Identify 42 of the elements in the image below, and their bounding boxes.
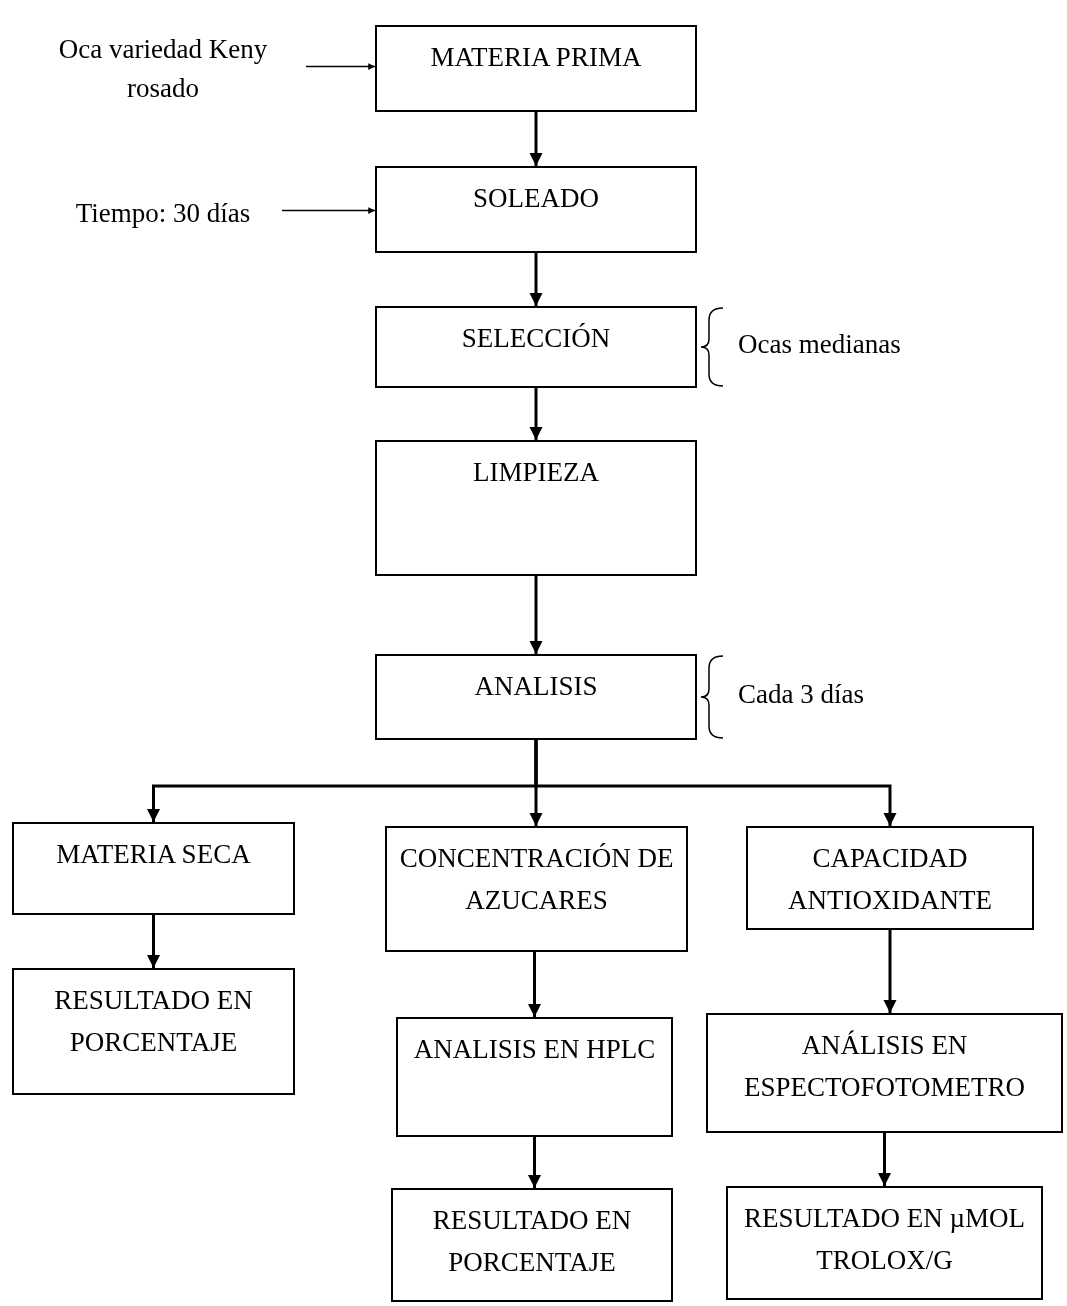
step-label: ANÁLISIS EN ESPECTOFOTOMETRO xyxy=(742,1029,1027,1104)
step-label: ANALISIS EN HPLC xyxy=(413,1033,656,1066)
arrow xyxy=(529,388,543,440)
step-label: MATERIA PRIMA xyxy=(430,41,642,74)
arrow xyxy=(527,1137,542,1188)
process-box xyxy=(746,826,1034,930)
process-box xyxy=(12,968,295,1095)
step-label: LIMPIEZA xyxy=(473,456,599,489)
process-box xyxy=(375,306,697,388)
arrow xyxy=(529,253,543,306)
arrow xyxy=(281,207,376,214)
arrow xyxy=(534,740,897,826)
arrow xyxy=(305,63,376,70)
step-label: CAPACIDAD ANTIOXIDANTE xyxy=(787,842,993,917)
note-text: Ocas medianas xyxy=(738,329,901,360)
note-text: Cada 3 días xyxy=(738,679,864,710)
process-box xyxy=(396,1017,673,1137)
step-label: SOLEADO xyxy=(473,182,599,215)
arrow xyxy=(877,1133,892,1186)
arrow xyxy=(883,930,897,1013)
process-box xyxy=(12,822,295,915)
input-label: Oca variedad Keny rosado xyxy=(57,32,269,105)
step-label: ANALISIS xyxy=(474,670,598,703)
arrow xyxy=(529,112,543,166)
step-label: RESULTADO EN µMOL TROLOX/G xyxy=(743,1202,1026,1277)
step-label: SELECCIÓN xyxy=(461,322,611,355)
process-box xyxy=(391,1188,673,1302)
process-box xyxy=(726,1186,1043,1300)
process-box xyxy=(375,654,697,740)
arrow xyxy=(527,952,542,1017)
arrow xyxy=(529,576,543,654)
input-label: Tiempo: 30 días xyxy=(75,197,251,231)
arrow xyxy=(146,915,161,968)
step-label: RESULTADO EN PORCENTAJE xyxy=(53,984,254,1059)
step-label: MATERIA SECA xyxy=(56,838,251,871)
process-box xyxy=(375,440,697,576)
process-box xyxy=(375,166,697,253)
process-box xyxy=(385,826,688,952)
step-label: RESULTADO EN PORCENTAJE xyxy=(431,1204,633,1279)
process-box xyxy=(706,1013,1063,1133)
step-label: CONCENTRACIÓN DE AZUCARES xyxy=(398,842,675,917)
process-box xyxy=(375,25,697,112)
